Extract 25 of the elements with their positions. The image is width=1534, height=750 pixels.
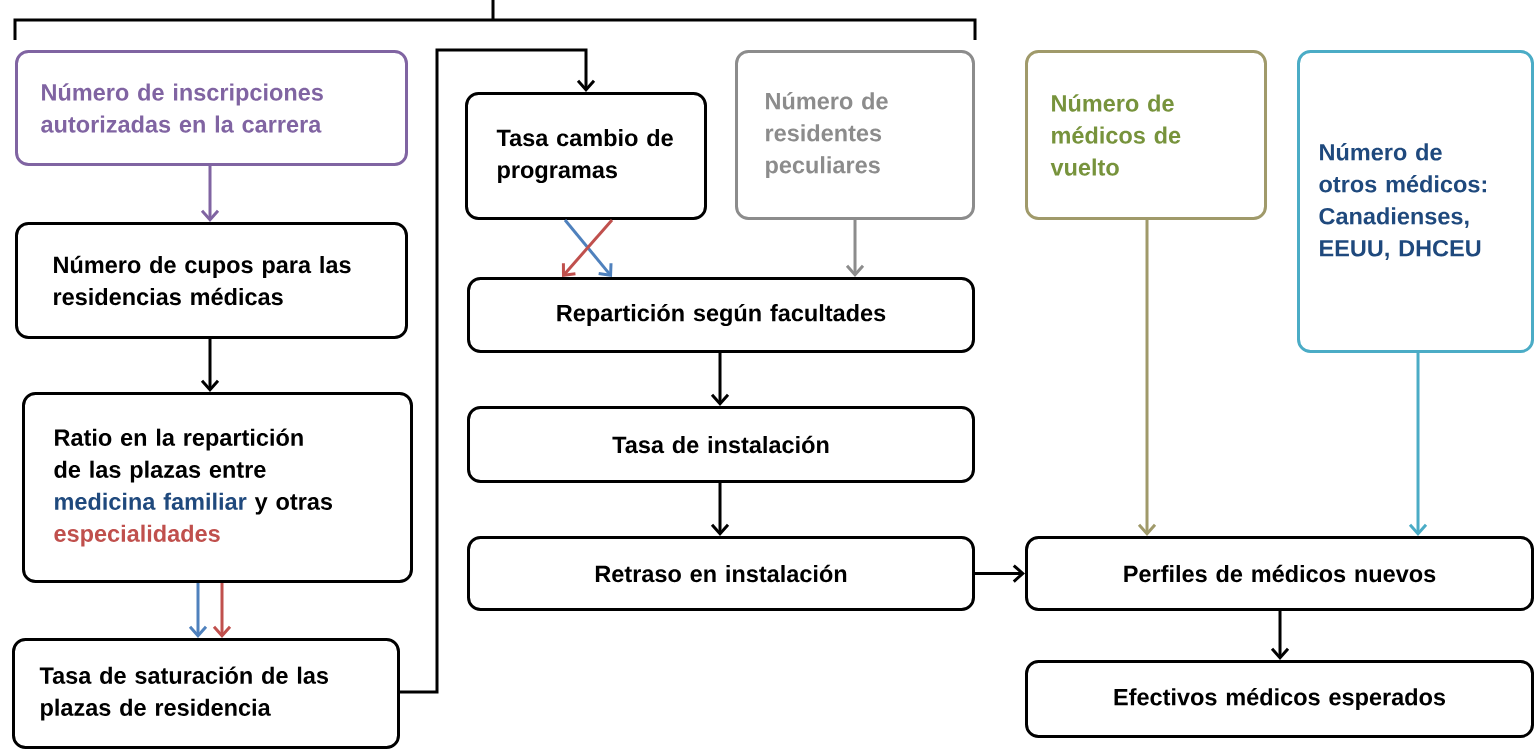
arrow <box>1408 353 1428 536</box>
process-box: Número de inscripciones autorizadas en la carrera <box>15 50 408 166</box>
process-box: Tasa cambio de programas <box>465 92 707 220</box>
arrow <box>200 166 220 222</box>
process-box: Tasa de saturación de las plazas de residencia <box>12 638 400 749</box>
arrow <box>845 220 865 277</box>
process-box: Número de cupos para las residencias médicas <box>15 222 408 339</box>
process-box: Ratio en la repartición de las plazas entre medicina familiar y otras especialidades <box>22 392 413 583</box>
arrow <box>188 583 208 638</box>
arrow <box>710 353 730 406</box>
process-box: Número de residentes peculiares <box>735 50 975 220</box>
arrow <box>1270 611 1290 660</box>
arrow <box>400 48 596 694</box>
process-box: Perfiles de médicos nuevos <box>1025 536 1534 611</box>
process-box: Efectivos médicos esperados <box>1025 660 1534 738</box>
arrow <box>975 564 1025 583</box>
process-box: Número de médicos de vuelto <box>1025 50 1267 220</box>
arrow <box>1137 220 1157 536</box>
arrow <box>200 339 220 392</box>
arrow <box>212 583 232 638</box>
arrow <box>710 483 730 536</box>
process-box: Número de otros médicos: Canadienses, EEUU, DHCEU <box>1297 50 1534 353</box>
process-box: Tasa de instalación <box>467 406 975 483</box>
process-box: Retraso en instalación <box>467 536 975 611</box>
process-box: Repartición según facultades <box>467 277 975 353</box>
